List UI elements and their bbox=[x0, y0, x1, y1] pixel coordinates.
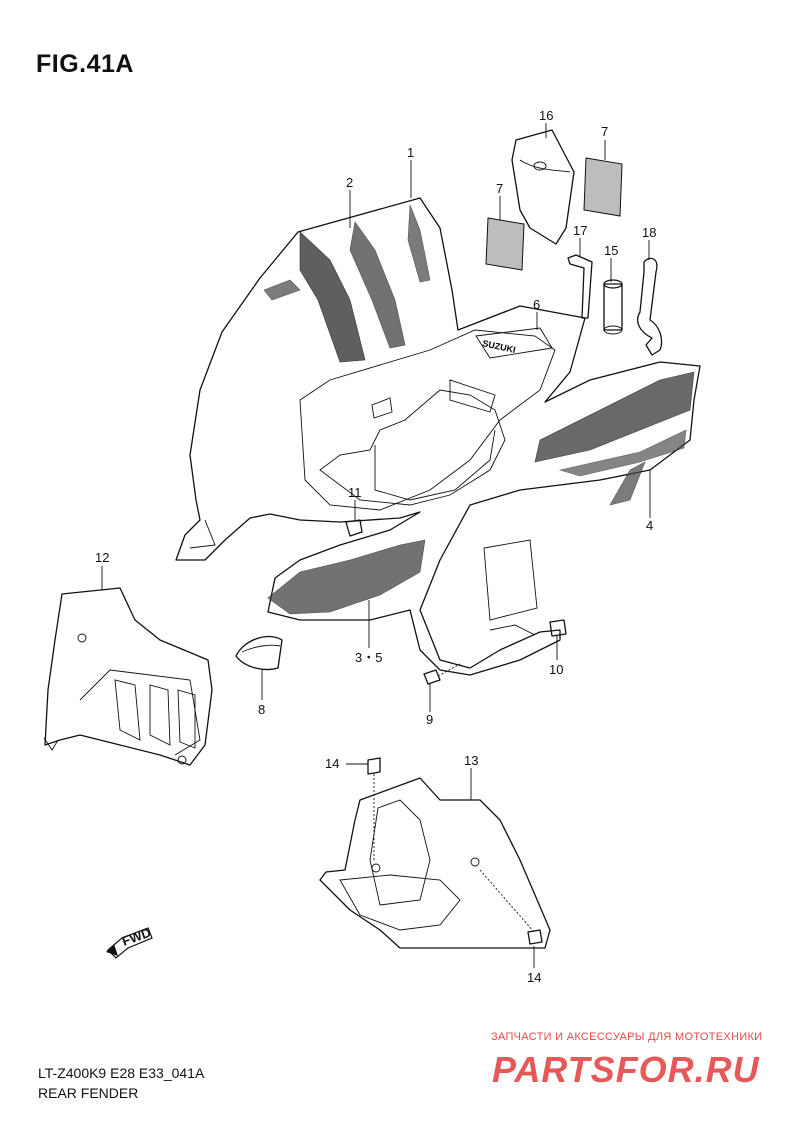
callout-14-upper: 14 bbox=[325, 756, 339, 771]
callout-8: 8 bbox=[258, 702, 265, 717]
mud-guard-part bbox=[319, 777, 551, 949]
rear-fender-body: SUZUKI bbox=[175, 197, 701, 676]
tool-bag-part bbox=[511, 129, 575, 245]
clip-part bbox=[345, 519, 363, 537]
pad-part-upper bbox=[583, 157, 623, 217]
callout-2: 2 bbox=[346, 175, 353, 190]
leader-lines bbox=[101, 123, 651, 968]
callout-1: 1 bbox=[407, 145, 414, 160]
callout-7-upper: 7 bbox=[601, 124, 608, 139]
spanner-part bbox=[637, 257, 663, 356]
callout-15: 15 bbox=[604, 243, 618, 258]
callouts: 1 2 16 7 7 17 15 18 6 4 11 12 3・5 8 9 10… bbox=[95, 108, 656, 985]
callout-4: 4 bbox=[646, 518, 653, 533]
callout-18: 18 bbox=[642, 225, 656, 240]
callout-12: 12 bbox=[95, 550, 109, 565]
watermark-text: ЗАПЧАСТИ И АКСЕССУАРЫ ДЛЯ МОТОТЕХНИКИ bbox=[491, 1031, 763, 1043]
fwd-arrow-icon: FWD bbox=[106, 925, 153, 959]
callout-11: 11 bbox=[348, 485, 362, 500]
fwd-label: FWD bbox=[120, 925, 153, 949]
callout-14-lower: 14 bbox=[527, 970, 541, 985]
cap-part bbox=[235, 635, 283, 671]
callout-13: 13 bbox=[464, 753, 478, 768]
bolt-lower-part bbox=[479, 869, 543, 945]
nut-part bbox=[549, 619, 567, 637]
bolt-upper-part bbox=[367, 757, 381, 860]
callout-9: 9 bbox=[426, 712, 433, 727]
pad-part-lower bbox=[485, 217, 525, 271]
cylinder-part bbox=[603, 279, 623, 335]
model-code: LT-Z400K9 E28 E33_041A bbox=[38, 1065, 205, 1081]
callout-6: 6 bbox=[533, 297, 540, 312]
callout-10: 10 bbox=[549, 662, 563, 677]
figure-title: FIG.41A bbox=[36, 50, 134, 78]
figure-caption: REAR FENDER bbox=[38, 1085, 139, 1101]
callout-17: 17 bbox=[573, 223, 587, 238]
callout-16: 16 bbox=[539, 108, 553, 123]
watermark-logo: PARTSFOR.RU bbox=[492, 1049, 760, 1090]
left-guard-part bbox=[43, 587, 213, 766]
hex-key-part bbox=[567, 254, 593, 319]
screw-part bbox=[423, 663, 461, 685]
callout-3-5: 3・5 bbox=[355, 650, 382, 665]
callout-7-lower: 7 bbox=[496, 181, 503, 196]
